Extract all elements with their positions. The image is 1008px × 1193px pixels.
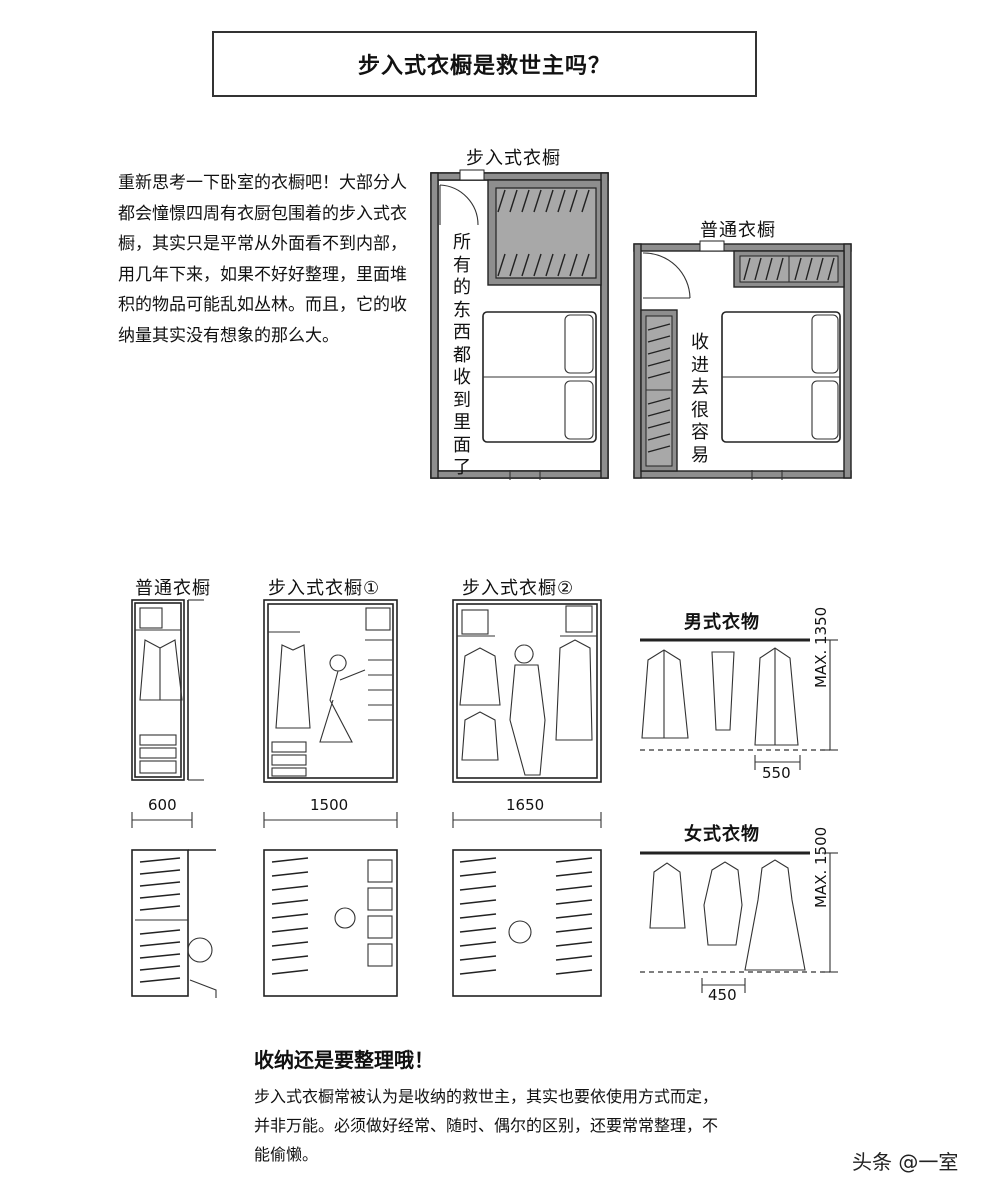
walkin-plan-label: 步入式衣橱 bbox=[466, 148, 561, 169]
men-clothes-label: 男式衣物 bbox=[684, 612, 760, 633]
men-width-dim: 550 bbox=[762, 764, 791, 782]
watermark: 头条 @一室 bbox=[852, 1150, 959, 1174]
women-width-dim: 450 bbox=[708, 986, 737, 1004]
walkin-plan-note: 所有的东西都收到里面了 bbox=[453, 232, 471, 478]
women-clothes-label: 女式衣物 bbox=[684, 824, 760, 845]
footer-heading: 收纳还是要整理哦！ bbox=[254, 1048, 434, 1072]
normal-width-dim: 600 bbox=[148, 796, 177, 814]
women-height-dim: MAX. 1500 bbox=[812, 826, 830, 908]
walkin2-width-dim: 1650 bbox=[506, 796, 545, 814]
normal-plan-label: 普通衣橱 bbox=[700, 220, 776, 241]
walkin1-width-dim: 1500 bbox=[310, 796, 349, 814]
intro-text: 重新思考一下卧室的衣橱吧！大部分人都会憧憬四周有衣厨包围着的步入式衣橱，其实只是… bbox=[118, 173, 407, 346]
walkin1-closet-label: 步入式衣橱① bbox=[268, 578, 381, 599]
normal-plan-note: 收进去很容易 bbox=[691, 332, 709, 466]
footer-body: 步入式衣橱常被认为是收纳的救世主，其实也要依使用方式而定，并非万能。必须做好经常… bbox=[254, 1087, 719, 1164]
normal-closet-label: 普通衣橱 bbox=[135, 578, 211, 599]
men-height-dim: MAX. 1350 bbox=[812, 606, 830, 688]
walkin2-closet-label: 步入式衣橱② bbox=[462, 578, 575, 599]
page-title: 步入式衣橱是救世主吗？ bbox=[212, 31, 757, 97]
